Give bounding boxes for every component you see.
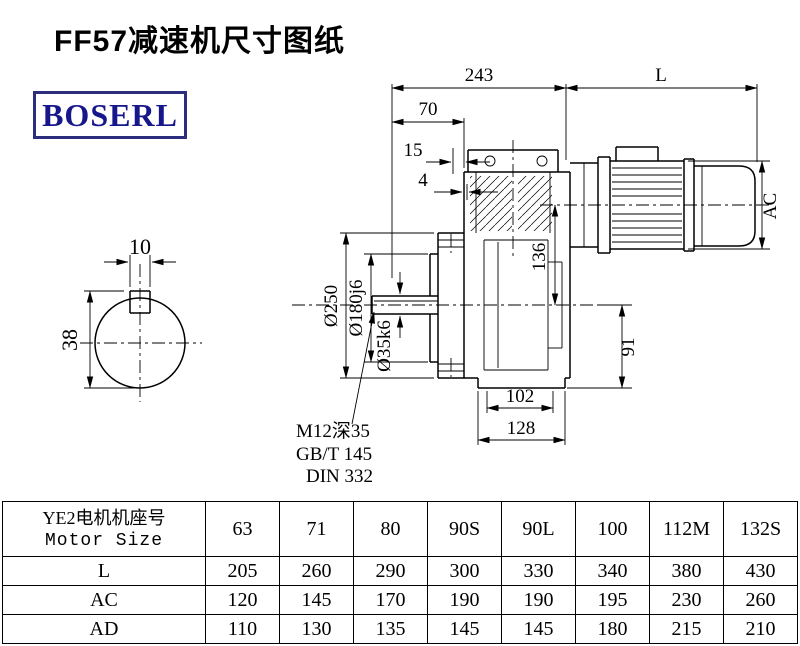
table-row-AD: AD 110 130 135 145 145 180 215 210 — [2, 614, 798, 644]
note-tap-hole: M12深35 — [296, 420, 370, 442]
dimension-labels: 243 L 70 15 4 Ø250 Ø180j6 Ø35k6 136 AC 9… — [57, 65, 781, 487]
dim-label-4: 4 — [418, 170, 428, 191]
value-cell: 260 — [723, 585, 798, 615]
value-cell: 260 — [279, 556, 354, 586]
dim-label-dia35: Ø35k6 — [374, 320, 395, 372]
value-cell: 205 — [205, 556, 280, 586]
value-cell: 430 — [723, 556, 798, 586]
value-cell: 380 — [649, 556, 724, 586]
row-label-AD: AD — [2, 614, 206, 644]
dim-label-dia250: Ø250 — [321, 285, 342, 327]
dim-label-L: L — [655, 65, 667, 86]
dim-label-38: 38 — [57, 329, 82, 351]
value-cell: 130 — [279, 614, 354, 644]
value-cell: 135 — [353, 614, 428, 644]
value-cell: 145 — [427, 614, 502, 644]
note-std-gb: GB/T 145 — [296, 444, 372, 465]
dimension-table: YE2电机机座号 Motor Size 63 71 80 90S 90L 100… — [2, 501, 798, 644]
size-col-112M: 112M — [649, 501, 724, 557]
size-col-90L: 90L — [501, 501, 576, 557]
value-cell: 120 — [205, 585, 280, 615]
dim-label-dia180: Ø180j6 — [346, 280, 367, 337]
value-cell: 195 — [575, 585, 650, 615]
brand-logo: BOSERL — [33, 91, 187, 139]
note-std-din: DIN 332 — [306, 466, 373, 487]
value-cell: 330 — [501, 556, 576, 586]
dim-label-15: 15 — [404, 140, 423, 161]
value-cell: 110 — [205, 614, 280, 644]
size-col-132S: 132S — [723, 501, 798, 557]
motor-size-label-cn: YE2电机机座号 — [42, 507, 166, 528]
section-hatch — [470, 176, 552, 231]
size-col-63: 63 — [205, 501, 280, 557]
dim-label-AC: AC — [760, 193, 781, 219]
page-title: FF57减速机尺寸图纸 — [54, 25, 346, 58]
size-col-71: 71 — [279, 501, 354, 557]
table-header-row: YE2电机机座号 Motor Size 63 71 80 90S 90L 100… — [2, 501, 798, 557]
dim-label-128: 128 — [507, 418, 536, 439]
row-label-L: L — [2, 556, 206, 586]
table-row-AC: AC 120 145 170 190 190 195 230 260 — [2, 585, 798, 615]
dim-label-91: 91 — [618, 338, 639, 357]
dim-label-243: 243 — [465, 65, 494, 86]
value-cell: 300 — [427, 556, 502, 586]
brand-logo-text: BOSERL — [42, 97, 178, 133]
value-cell: 170 — [353, 585, 428, 615]
value-cell: 145 — [501, 614, 576, 644]
value-cell: 340 — [575, 556, 650, 586]
motor-size-label-en: Motor Size — [44, 530, 164, 551]
value-cell: 210 — [723, 614, 798, 644]
value-cell: 290 — [353, 556, 428, 586]
value-cell: 215 — [649, 614, 724, 644]
size-col-100: 100 — [575, 501, 650, 557]
value-cell: 190 — [501, 585, 576, 615]
value-cell: 190 — [427, 585, 502, 615]
value-cell: 230 — [649, 585, 724, 615]
dim-label-102: 102 — [506, 386, 535, 407]
value-cell: 145 — [279, 585, 354, 615]
dim-label-10: 10 — [129, 234, 151, 259]
size-col-90S: 90S — [427, 501, 502, 557]
internal-lines — [374, 155, 703, 372]
table-header-motor-size: YE2电机机座号 Motor Size — [2, 501, 206, 557]
technical-drawing: 243 L 70 15 4 Ø250 Ø180j6 Ø35k6 136 AC 9… — [57, 65, 781, 487]
dim-label-70: 70 — [419, 99, 438, 120]
value-cell: 180 — [575, 614, 650, 644]
dim-label-136: 136 — [529, 243, 550, 272]
size-col-80: 80 — [353, 501, 428, 557]
row-label-AC: AC — [2, 585, 206, 615]
dimension-lines — [84, 84, 770, 445]
table-row-L: L 205 260 290 300 330 340 380 430 — [2, 556, 798, 586]
